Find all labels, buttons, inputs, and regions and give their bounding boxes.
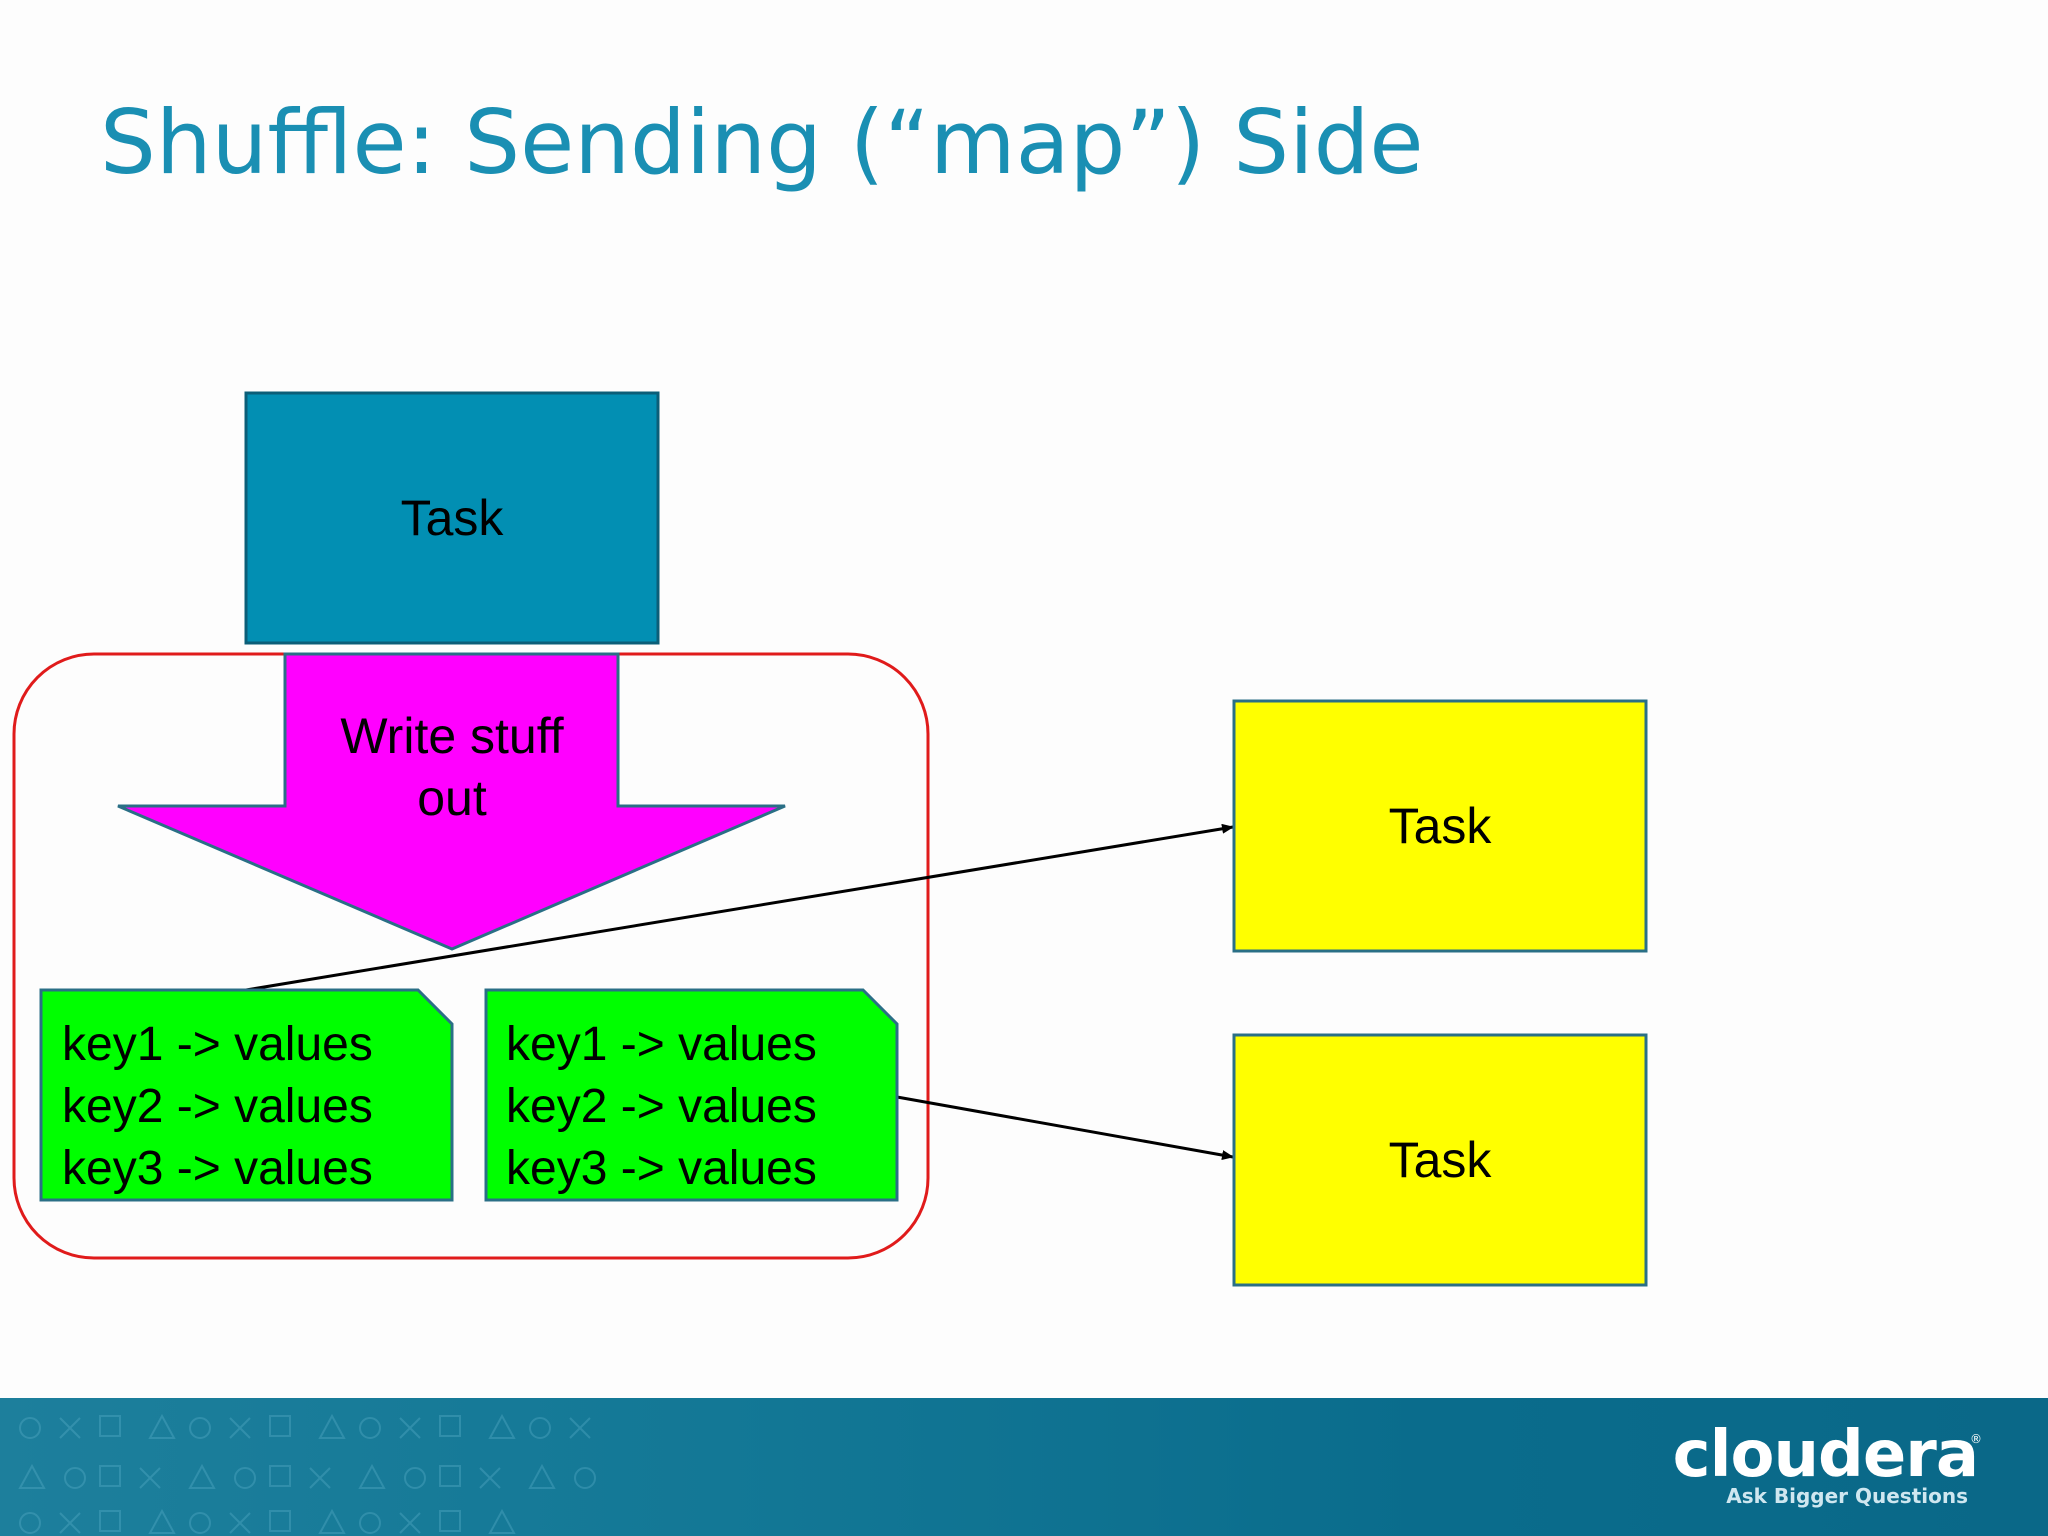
file2-line1: key1 -> values bbox=[506, 1018, 817, 1071]
connector-file1-to-task1 bbox=[245, 823, 1234, 992]
source-task-label: Task bbox=[401, 490, 505, 546]
output-file-1[interactable]: key1 -> values key2 -> values key3 -> va… bbox=[39, 988, 454, 1202]
output-file-2[interactable]: key1 -> values key2 -> values key3 -> va… bbox=[484, 988, 899, 1202]
file1-line2: key2 -> values bbox=[62, 1080, 373, 1133]
write-arrow-line2: out bbox=[417, 770, 487, 826]
target-task-box-2[interactable]: Task bbox=[1232, 1033, 1648, 1287]
cloudera-logo: cloudera bbox=[1672, 1418, 1979, 1492]
target-task-2-label: Task bbox=[1389, 1132, 1493, 1188]
shuffle-diagram: Task Write stuff out key1 -> values key2… bbox=[12, 391, 1648, 1287]
source-task-box[interactable]: Task bbox=[244, 391, 660, 645]
footer-band: cloudera ® Ask Bigger Questions bbox=[0, 1398, 2048, 1536]
target-task-box-1[interactable]: Task bbox=[1232, 699, 1648, 953]
file2-line2: key2 -> values bbox=[506, 1080, 817, 1133]
footer-pattern bbox=[18, 1413, 596, 1534]
file2-line3: key3 -> values bbox=[506, 1142, 817, 1195]
connector-file2-to-task2 bbox=[896, 1095, 1234, 1160]
slide-title: Shuffle: Sending (“map”) Side bbox=[100, 91, 1424, 194]
target-task-1-label: Task bbox=[1389, 798, 1493, 854]
write-arrow-line1: Write stuff bbox=[340, 708, 563, 764]
file1-line3: key3 -> values bbox=[62, 1142, 373, 1195]
logo-tagline: Ask Bigger Questions bbox=[1726, 1484, 1968, 1508]
file1-line1: key1 -> values bbox=[62, 1018, 373, 1071]
write-stuff-out-arrow: Write stuff out bbox=[117, 652, 786, 951]
registered-mark: ® bbox=[1970, 1432, 1982, 1446]
